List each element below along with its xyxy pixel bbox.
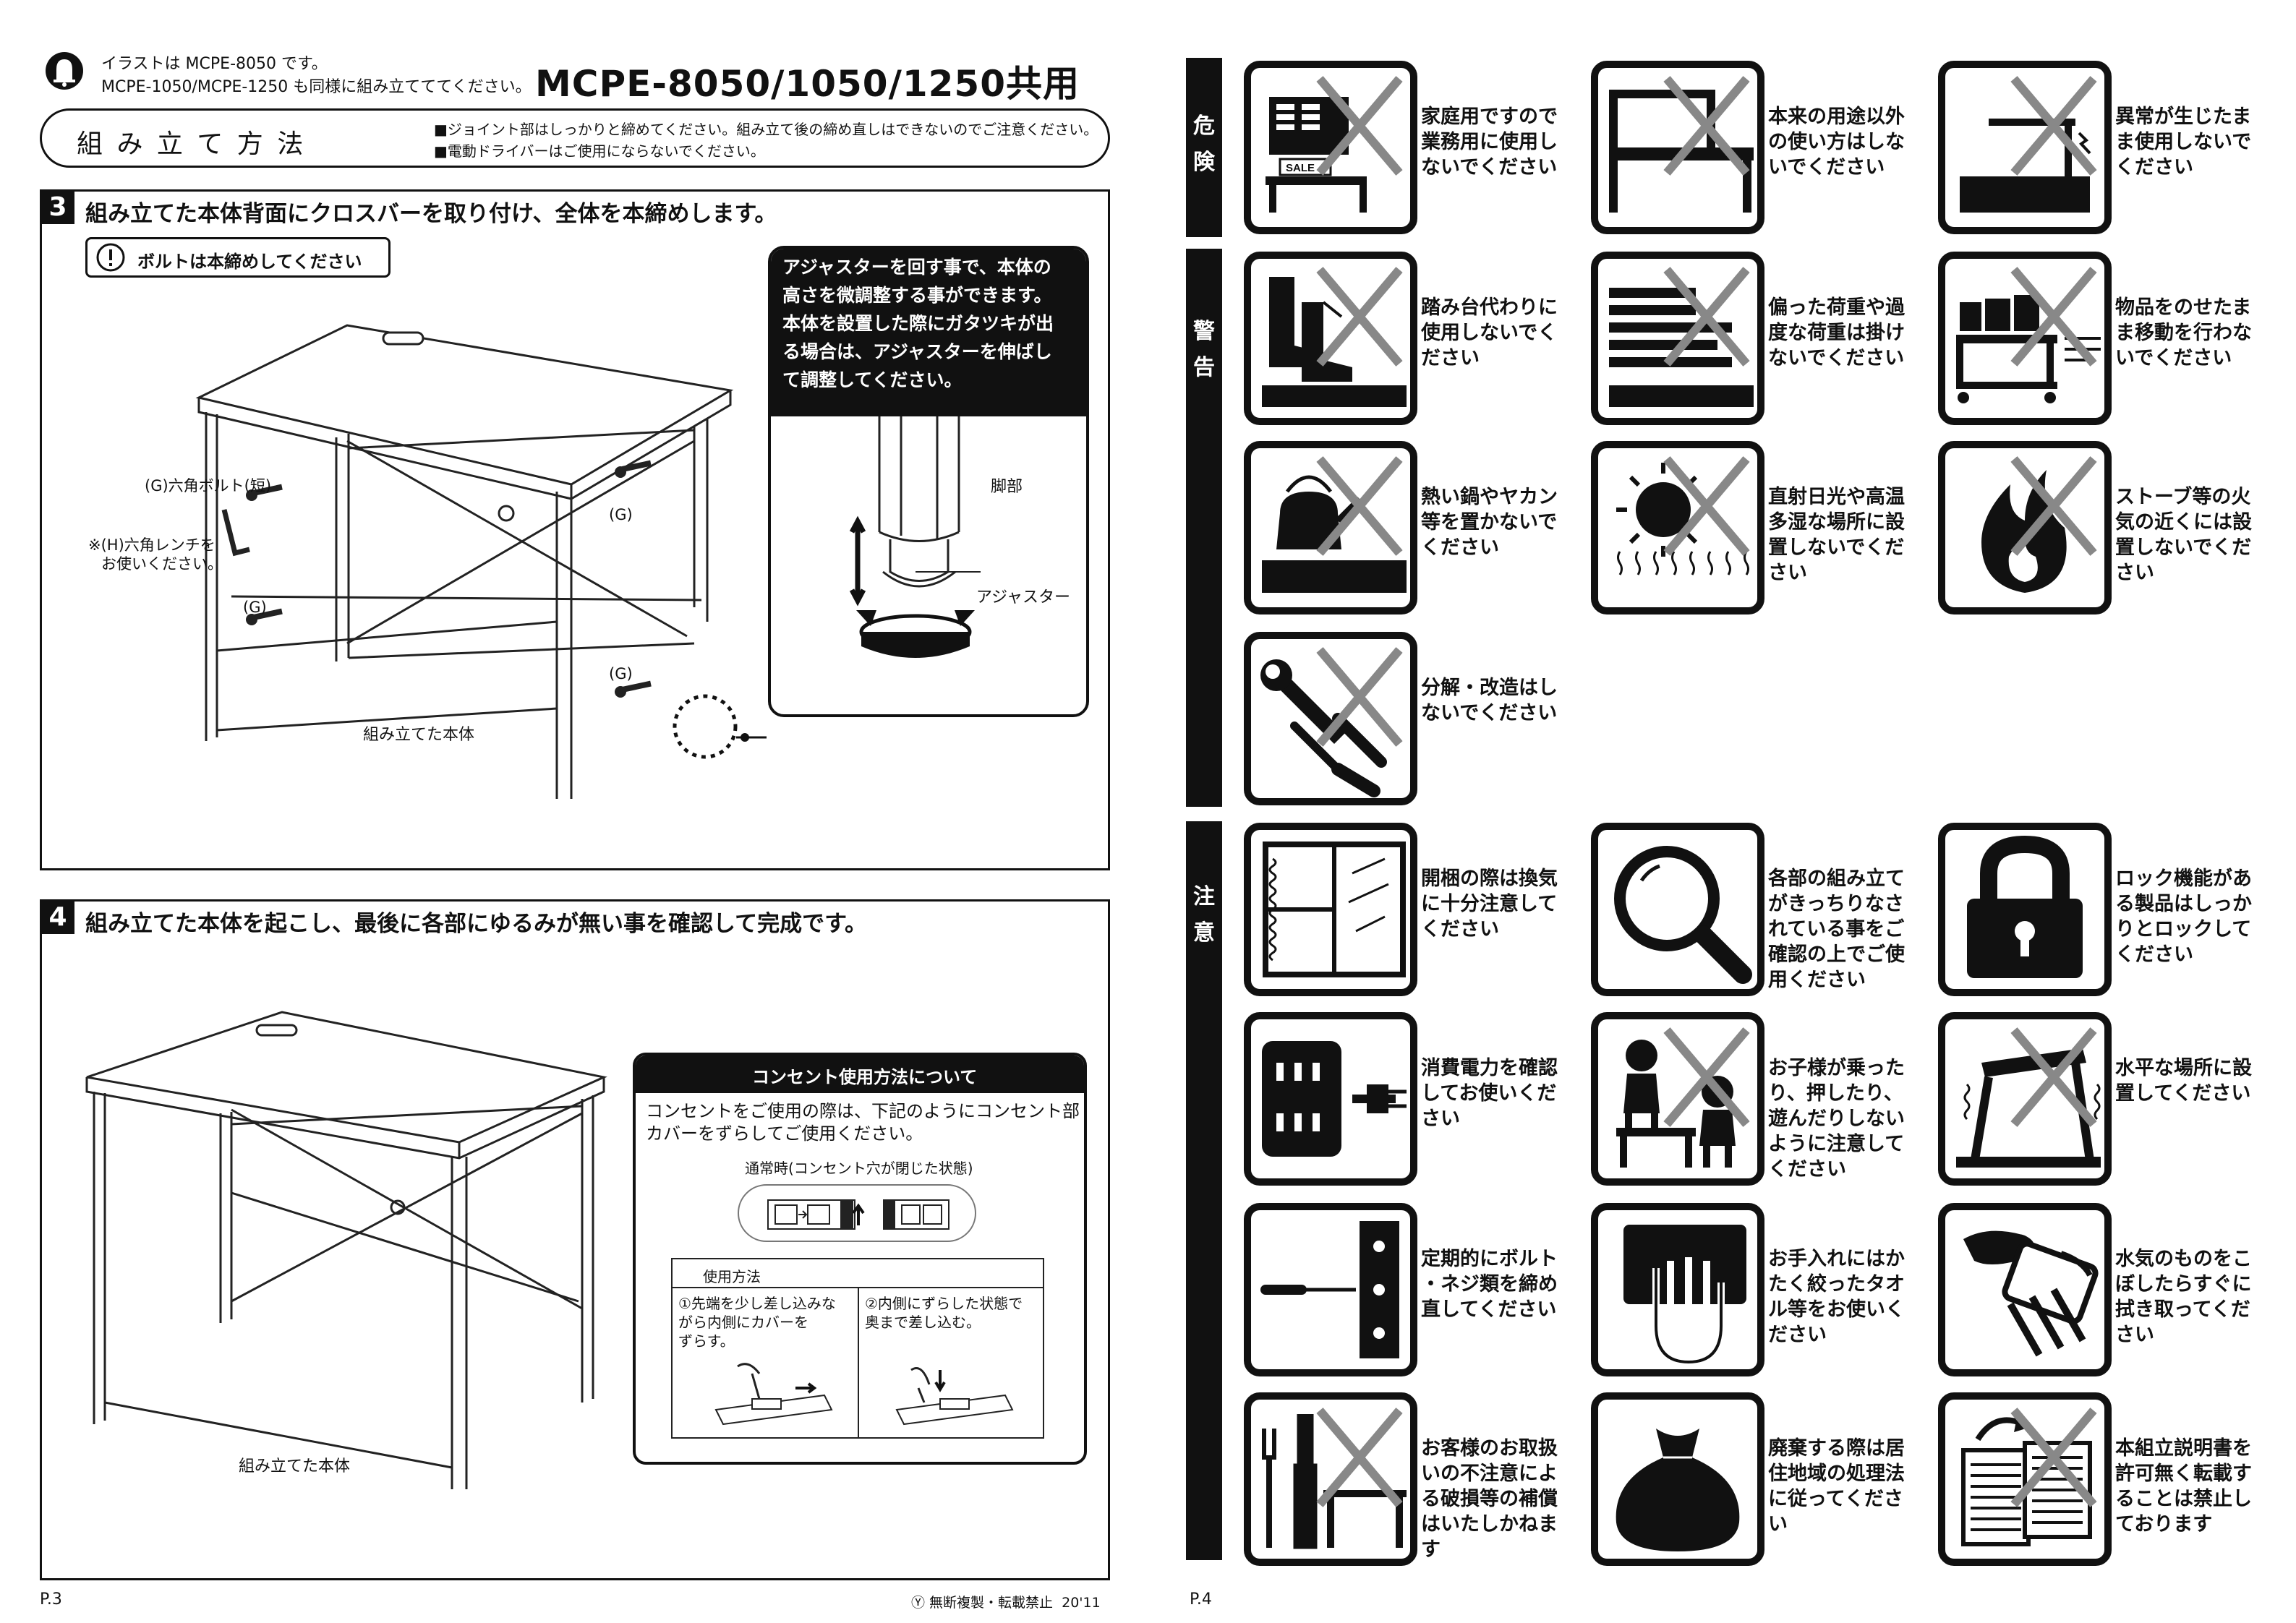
illustration-note: イラストは MCPE-8050 です。 [101, 55, 328, 73]
bolt-note-box [85, 237, 391, 278]
label-assembled-body: 組み立てた本体 [363, 726, 475, 744]
shelf-sale-icon: SALE [1244, 61, 1417, 234]
lock-icon [1938, 823, 2112, 996]
tilted-desk-icon [1938, 1012, 2112, 1186]
outlet-normal-figure [738, 1184, 976, 1242]
label-g-3: (G) [609, 665, 633, 682]
step3-desk-illustration [195, 324, 767, 799]
repair-tools-icon [1244, 1392, 1417, 1566]
warning-caption: ロック機能があ る製品はしっか りとロックして ください [2115, 868, 2252, 966]
warning-caption: 本組立説明書を 許可無く転載す ることは禁止し ております [2115, 1437, 2252, 1536]
magnifier-icon [1591, 823, 1764, 996]
step3-title: 組み立てた本体背面にクロスバーを取り付け、全体を本締めします。 [85, 201, 777, 227]
warning-caption: お手入れにはか たく絞ったタオ ル等をお使いく ださい [1768, 1248, 1905, 1346]
fire-icon [1938, 441, 2112, 614]
warning-caption: 本来の用途以外 の使い方はしな いでください [1768, 106, 1905, 179]
section-title: 組 み 立 て 方 法 [77, 129, 307, 159]
warning-caption: 偏った荷重や過 度な荷重は掛け ないでください [1768, 296, 1905, 369]
usage-step-2: ②内側にずらした状態で 奥まで差し込む。 [865, 1295, 1023, 1331]
warning-caption: 水気のものをこ ぼしたらすぐに 拭き取ってくだ さい [2115, 1248, 2252, 1346]
warning-caption: お客様のお取扱 いの不注意によ る破損等の補償 はいたしかねま す [1421, 1437, 1558, 1561]
notice-joint: ■ジョイント部はしっかりと締めてください。組み立て後の締め直しはできないのでご注… [434, 121, 1098, 138]
label-hex-bolt: (G)六角ボルト(短) [145, 477, 272, 494]
warning-caption: 開梱の際は換気 に十分注意して ください [1421, 868, 1558, 941]
page-number-right: P.4 [1190, 1590, 1212, 1609]
step4-frame [40, 899, 1110, 1580]
notice-driver: ■電動ドライバーはご使用にならないでください。 [434, 142, 765, 160]
method-header [40, 108, 1110, 168]
warning-caption: 定期的にボルト ・ネジ類を締め 直してください [1421, 1248, 1558, 1321]
heavy-load-icon [1591, 252, 1764, 425]
usage-illustration-1 [714, 1363, 833, 1426]
warning-caption: 熱い鍋やヤカン 等を置かないで ください [1421, 486, 1558, 559]
bolt-note: ボルトは本締めしてください [137, 252, 362, 272]
label-leg: 脚部 [991, 478, 1023, 496]
svg-text:SALE: SALE [1286, 162, 1315, 174]
category-warning: 警 告 [1186, 249, 1222, 807]
warning-caption: ストーブ等の火 気の近くには設 置しないでくだ さい [2115, 486, 2252, 584]
broken-desk-icon [1938, 61, 2112, 234]
outlet-title: コンセント使用方法について [752, 1067, 978, 1087]
label-g-2: (G) [609, 506, 633, 523]
boots-step-icon [1244, 252, 1417, 425]
step4-title: 組み立てた本体を起こし、最後に各部にゆるみが無い事を確認して完成です。 [85, 911, 867, 937]
warning-caption: 物品をのせたま ま移動を行わな いでください [2115, 296, 2252, 369]
step4-number: 4 [41, 901, 74, 934]
adjuster-callout [768, 246, 1089, 717]
screwdriver-icon [1244, 1203, 1417, 1376]
warning-caption: 家庭用ですので 業務用に使用し ないでください [1421, 106, 1558, 179]
warning-caption: 踏み台代わりに 使用しないでく ださい [1421, 296, 1558, 369]
warning-caption: 廃棄する際は居 住地域の処理法 に従ってくださ い [1768, 1437, 1905, 1536]
adjuster-callout-text: アジャスターを回す事で、本体の 高さを微調整する事ができます。 本体を設置した際… [782, 257, 1054, 390]
copy-document-icon [1938, 1392, 2112, 1566]
bell-icon [45, 48, 84, 91]
garbage-bag-icon [1591, 1392, 1764, 1566]
copyright: Ⓨ 無断複製・転載禁止 20'11 [911, 1595, 1101, 1611]
label-wrench-2: お使いください。 [101, 555, 223, 573]
usage-illustration-2 [895, 1367, 1014, 1426]
warning-caption: お子様が乗った り、押したり、 遊んだりしない ように注意して ください [1768, 1057, 1905, 1181]
usage-title: 使用方法 [703, 1268, 761, 1285]
category-danger: 危 険 [1186, 58, 1222, 237]
step3-number: 3 [41, 191, 74, 224]
label-wrench-1: ※(H)六角レンチを [88, 536, 215, 554]
usage-step-1: ①先端を少し差し込みな がら内側にカバーを ずらす。 [678, 1295, 836, 1350]
power-outlet-icon [1244, 1012, 1417, 1186]
warning-caption: 異常が生じたま ま使用しないで ください [2115, 106, 2252, 179]
warning-caption: 分解・改造はし ないでください [1421, 677, 1558, 724]
window-ventilation-icon [1244, 823, 1417, 996]
page-number-left: P.3 [40, 1590, 62, 1609]
warning-caption: 各部の組み立て がきっちりなさ れている事をご 確認の上でご使 用ください [1768, 868, 1905, 991]
warning-caption: 直射日光や高温 多湿な場所に設 置しないでくだ さい [1768, 486, 1905, 584]
exclamation-icon [95, 242, 126, 273]
model-title: MCPE-8050/1050/1250共用 [535, 63, 1080, 105]
label-assembled-body-2: 組み立てた本体 [239, 1457, 351, 1476]
label-g-1: (G) [243, 599, 267, 616]
moving-cart-icon [1938, 252, 2112, 425]
desk-frame-icon [1591, 61, 1764, 234]
step4-desk-illustration [85, 1011, 607, 1489]
wipe-spill-icon [1938, 1203, 2112, 1376]
category-caution: 注 意 [1186, 821, 1222, 1560]
step3-frame [40, 189, 1110, 870]
children-icon [1591, 1012, 1764, 1186]
normal-state-label: 通常時(コンセント穴が閉じた状態) [745, 1160, 973, 1177]
variant-note: MCPE-1050/MCPE-1250 も同様に組み立てててください。 [101, 78, 532, 96]
sun-heat-icon [1591, 441, 1764, 614]
warning-caption: 消費電力を確認 してお使いくだ さい [1421, 1057, 1558, 1130]
kettle-icon [1244, 441, 1417, 614]
tools-icon [1244, 632, 1417, 805]
outlet-desc: コンセントをご使用の際は、下記のようにコンセント部 カバーをずらしてご使用くださ… [646, 1101, 1080, 1144]
hand-towel-icon [1591, 1203, 1764, 1376]
outlet-info-box [633, 1053, 1087, 1465]
warning-caption: 水平な場所に設 置してください [2115, 1057, 2252, 1105]
label-adjuster: アジャスター [976, 588, 1071, 607]
